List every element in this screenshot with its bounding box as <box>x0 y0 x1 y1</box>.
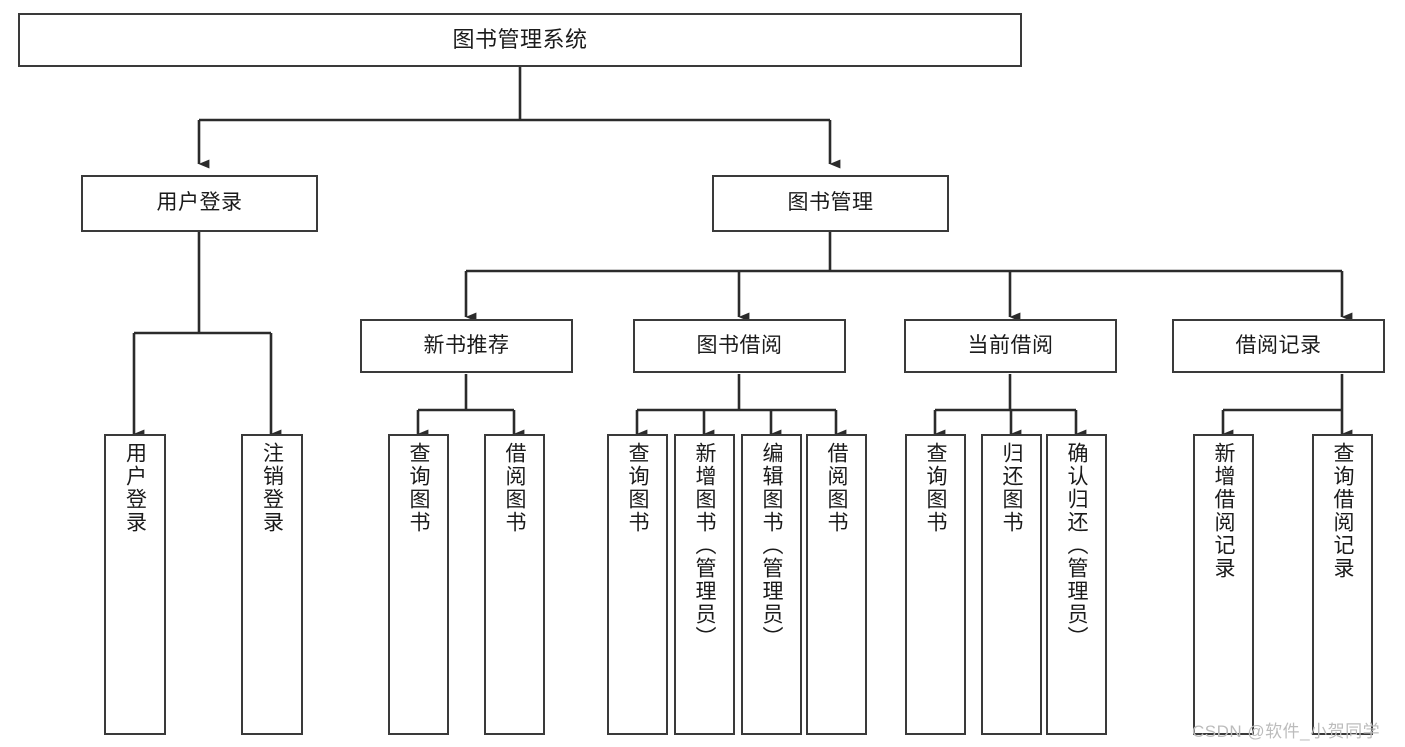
node-label: 查询图书 <box>407 442 430 534</box>
node-label: 查询图书 <box>626 442 649 534</box>
node-label: 确认归还（管理员） <box>1065 442 1088 649</box>
node-leaf-user-login[interactable]: 用户登录 <box>104 434 166 735</box>
node-label: 图书管理系统 <box>452 27 588 53</box>
node-book-management-system[interactable]: 图书管理系统 <box>18 13 1022 67</box>
node-leaf-query-borrow-record[interactable]: 查询借阅记录 <box>1312 434 1373 735</box>
node-user-login[interactable]: 用户登录 <box>81 175 318 232</box>
node-leaf-return-book[interactable]: 归还图书 <box>981 434 1042 735</box>
node-label: 借阅记录 <box>1235 333 1322 357</box>
node-label: 查询借阅记录 <box>1331 442 1354 580</box>
node-label: 用户登录 <box>123 442 147 534</box>
node-label: 查询图书 <box>924 442 947 534</box>
node-leaf-borrow-book-recommendation[interactable]: 借阅图书 <box>484 434 545 735</box>
node-leaf-confirm-return[interactable]: 确认归还（管理员） <box>1046 434 1107 735</box>
node-new-book-recommendation[interactable]: 新书推荐 <box>360 319 573 373</box>
node-label: 用户登录 <box>156 191 243 215</box>
node-label: 当前借阅 <box>967 333 1054 357</box>
node-leaf-add-borrow-record[interactable]: 新增借阅记录 <box>1193 434 1254 735</box>
node-label: 新增借阅记录 <box>1212 442 1235 580</box>
csdn-watermark: CSDN @软件_小贺同学 <box>1192 722 1381 741</box>
node-label: 新增图书（管理员） <box>693 442 716 649</box>
node-leaf-borrow-book[interactable]: 借阅图书 <box>806 434 867 735</box>
node-borrow-records[interactable]: 借阅记录 <box>1172 319 1385 373</box>
node-label: 借阅图书 <box>503 442 526 534</box>
node-leaf-add-book[interactable]: 新增图书（管理员） <box>674 434 735 735</box>
node-label: 图书管理 <box>787 191 874 215</box>
node-label: 编辑图书（管理员） <box>760 442 783 649</box>
node-label: 借阅图书 <box>825 442 848 534</box>
node-current-borrowing[interactable]: 当前借阅 <box>904 319 1117 373</box>
node-leaf-logout[interactable]: 注销登录 <box>241 434 303 735</box>
node-label: 归还图书 <box>1000 442 1023 534</box>
node-book-management[interactable]: 图书管理 <box>712 175 949 232</box>
node-book-borrowing[interactable]: 图书借阅 <box>633 319 846 373</box>
node-leaf-query-book-recommendation[interactable]: 查询图书 <box>388 434 449 735</box>
node-label: 图书借阅 <box>696 333 783 357</box>
node-label: 新书推荐 <box>423 333 510 357</box>
node-leaf-query-book-borrowing[interactable]: 查询图书 <box>607 434 668 735</box>
node-leaf-query-book-current[interactable]: 查询图书 <box>905 434 966 735</box>
node-label: 注销登录 <box>260 442 284 534</box>
node-leaf-edit-book[interactable]: 编辑图书（管理员） <box>741 434 802 735</box>
